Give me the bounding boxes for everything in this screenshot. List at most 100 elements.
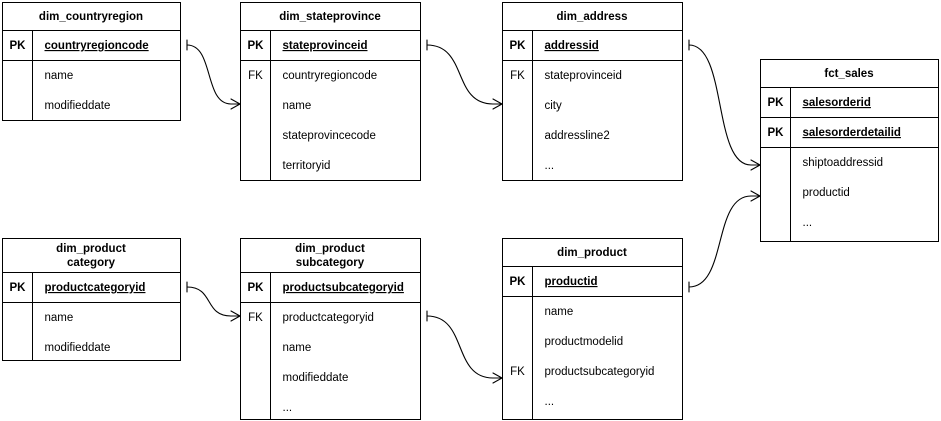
column-row[interactable]: FK productcategoryid xyxy=(248,312,374,324)
relationship-line xyxy=(688,44,752,166)
primary-key-label: PK xyxy=(10,40,27,52)
primary-key-label: PK xyxy=(510,276,527,288)
column-name: ... xyxy=(545,396,555,408)
column-name: name xyxy=(45,70,74,82)
column-row[interactable]: modifieddate xyxy=(45,342,111,354)
column-row[interactable]: PK stateprovinceid xyxy=(248,40,368,52)
column-name: stateprovinceid xyxy=(283,40,368,52)
cardinality-many-marker xyxy=(492,98,503,110)
foreign-key-label: FK xyxy=(248,312,263,324)
column-name: productmodelid xyxy=(545,336,624,348)
column-name: countryregioncode xyxy=(45,40,149,52)
relationship-subcategory-to-product[interactable] xyxy=(426,310,503,384)
column-name: addressid xyxy=(545,40,599,52)
entity-title: dim_product xyxy=(295,243,365,255)
relationship-address-to-fctsales[interactable] xyxy=(688,39,761,171)
column-row[interactable]: ... xyxy=(545,396,555,408)
relationship-product-to-fctsales[interactable] xyxy=(688,190,761,293)
column-row[interactable]: name xyxy=(283,342,312,354)
entity-title: category xyxy=(67,257,116,269)
foreign-key-label: FK xyxy=(510,366,525,378)
column-row[interactable]: PK productsubcategoryid xyxy=(248,282,404,294)
column-row[interactable]: shiptoaddressid xyxy=(803,157,884,169)
cardinality-many-marker xyxy=(750,190,761,202)
column-row[interactable]: addressline2 xyxy=(545,130,610,142)
cardinality-many-marker xyxy=(230,310,241,322)
entity-title: dim_stateprovince xyxy=(279,11,381,23)
column-row[interactable]: name xyxy=(545,306,574,318)
entity-title: subcategory xyxy=(296,257,365,269)
column-name: productid xyxy=(803,187,850,199)
cardinality-many-marker xyxy=(230,98,241,110)
relationship-countryregion-to-stateprovince[interactable] xyxy=(186,39,241,110)
column-name: stateprovincecode xyxy=(283,130,376,142)
cardinality-many-marker xyxy=(492,372,503,384)
cardinality-many-marker xyxy=(750,159,761,171)
column-row[interactable]: city xyxy=(545,100,563,112)
column-name: territoryid xyxy=(283,160,331,172)
entity-title: dim_address xyxy=(557,11,628,23)
primary-key-label: PK xyxy=(248,282,265,294)
entity-border xyxy=(502,2,683,181)
foreign-key-label: FK xyxy=(248,70,263,82)
primary-key-label: PK xyxy=(10,282,27,294)
column-row[interactable]: modifieddate xyxy=(45,100,111,112)
column-row[interactable]: territoryid xyxy=(283,160,331,172)
column-row[interactable]: PK countryregioncode xyxy=(10,40,149,52)
column-row[interactable]: FK productsubcategoryid xyxy=(510,366,654,378)
column-row[interactable]: ... xyxy=(545,160,555,172)
primary-key-label: PK xyxy=(248,40,265,52)
column-row[interactable]: modifieddate xyxy=(283,372,349,384)
entity-border xyxy=(240,2,421,181)
column-name: ... xyxy=(803,217,813,229)
column-row[interactable]: PK addressid xyxy=(510,40,599,52)
column-name: addressline2 xyxy=(545,130,610,142)
column-row[interactable]: name xyxy=(45,312,74,324)
column-row[interactable]: PK productid xyxy=(510,276,598,288)
column-name: countryregioncode xyxy=(283,70,378,82)
column-row[interactable]: productmodelid xyxy=(545,336,624,348)
primary-key-label: PK xyxy=(768,127,785,139)
relationship-line xyxy=(186,286,232,317)
entity-title: dim_product xyxy=(557,247,627,259)
column-name: productsubcategoryid xyxy=(545,366,655,378)
column-name: modifieddate xyxy=(45,100,111,112)
column-name: modifieddate xyxy=(45,342,111,354)
column-name: productid xyxy=(545,276,598,288)
entity-border xyxy=(760,59,939,242)
relationship-productcategory-to-subcategory[interactable] xyxy=(186,281,241,322)
column-name: productsubcategoryid xyxy=(283,282,404,294)
column-name: productcategoryid xyxy=(45,282,146,294)
column-row[interactable]: FK countryregioncode xyxy=(248,70,377,82)
column-name: ... xyxy=(283,402,293,414)
column-name: name xyxy=(283,342,312,354)
column-row[interactable]: stateprovincecode xyxy=(283,130,376,142)
relationship-stateprovince-to-address[interactable] xyxy=(426,39,503,110)
entity-title: fct_sales xyxy=(824,68,873,80)
column-row[interactable]: name xyxy=(45,70,74,82)
column-row[interactable]: PK productcategoryid xyxy=(10,282,146,294)
entity-border xyxy=(502,238,683,420)
column-row[interactable]: ... xyxy=(803,217,813,229)
column-row[interactable]: name xyxy=(283,100,312,112)
column-name: modifieddate xyxy=(283,372,349,384)
column-row[interactable]: productid xyxy=(803,187,850,199)
foreign-key-label: FK xyxy=(510,70,525,82)
entity-title: dim_countryregion xyxy=(39,11,143,23)
primary-key-label: PK xyxy=(510,40,527,52)
column-name: productcategoryid xyxy=(283,312,374,324)
relationship-line xyxy=(186,44,232,105)
column-row[interactable]: ... xyxy=(283,402,293,414)
